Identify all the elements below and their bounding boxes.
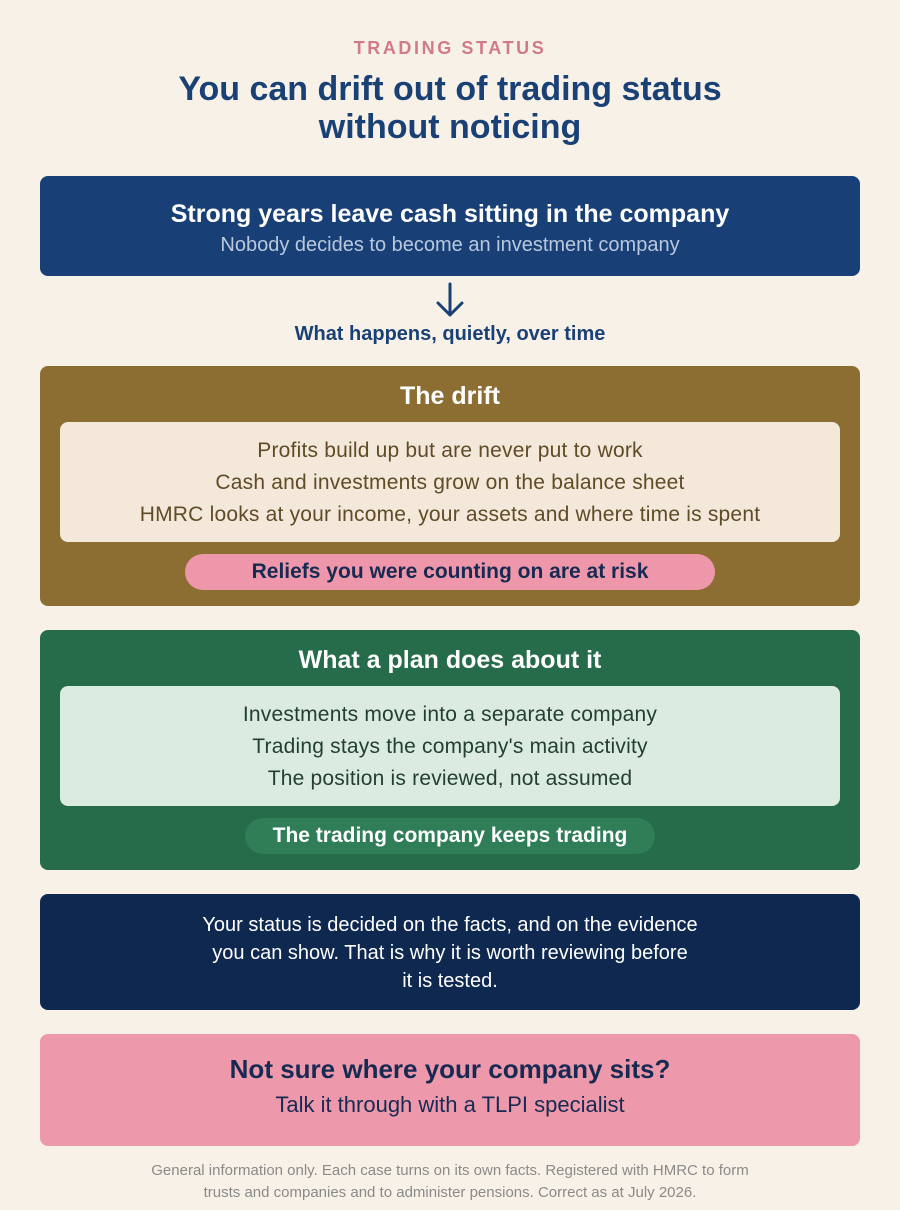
list-item: Investments move into a separate company bbox=[242, 703, 658, 726]
drift-list: Profits build up but are never put to wo… bbox=[60, 422, 840, 542]
plan-outcome-badge: The trading company keeps trading bbox=[245, 818, 655, 854]
list-item: Trading stays the company's main activit… bbox=[252, 735, 648, 758]
note-line: it is tested. bbox=[402, 970, 498, 992]
page-title-line-2: without noticing bbox=[318, 108, 582, 146]
page-title-line-1: You can drift out of trading status bbox=[178, 70, 722, 108]
list-item: HMRC looks at your income, your assets a… bbox=[139, 503, 761, 526]
footer-line: General information only. Each case turn… bbox=[151, 1162, 749, 1179]
cta-card[interactable]: Not sure where your company sits? Talk i… bbox=[40, 1034, 860, 1146]
plan-list: Investments move into a separate company… bbox=[60, 686, 840, 806]
plan-card: What a plan does about it Investments mo… bbox=[40, 630, 860, 870]
connector-label: What happens, quietly, over time bbox=[294, 323, 606, 345]
hero-heading: Strong years leave cash sitting in the c… bbox=[170, 200, 730, 228]
footer-disclaimer: General information only. Each case turn… bbox=[0, 1160, 900, 1204]
evidence-note: Your status is decided on the facts, and… bbox=[40, 894, 860, 1010]
hero-subheading: Nobody decides to become an investment c… bbox=[220, 234, 680, 256]
cta-subheading: Talk it through with a TLPI specialist bbox=[275, 1092, 625, 1117]
drift-title: The drift bbox=[400, 382, 500, 410]
list-item: Profits build up but are never put to wo… bbox=[257, 439, 643, 462]
list-item: Cash and investments grow on the balance… bbox=[215, 471, 685, 494]
hero-card: Strong years leave cash sitting in the c… bbox=[40, 176, 860, 276]
plan-title: What a plan does about it bbox=[298, 646, 602, 674]
list-item: The position is reviewed, not assumed bbox=[267, 767, 633, 790]
footer-line: trusts and companies and to administer p… bbox=[203, 1184, 697, 1201]
drift-card: The drift Profits build up but are never… bbox=[40, 366, 860, 606]
page-title: You can drift out of trading status with… bbox=[0, 70, 900, 146]
note-line: Your status is decided on the facts, and… bbox=[202, 914, 698, 936]
drift-outcome-badge: Reliefs you were counting on are at risk bbox=[185, 554, 715, 590]
cta-heading: Not sure where your company sits? bbox=[229, 1054, 671, 1084]
eyebrow-label: TRADING STATUS bbox=[353, 38, 547, 58]
note-line: you can show. That is why it is worth re… bbox=[212, 942, 688, 964]
arrow-down-icon bbox=[436, 282, 464, 317]
